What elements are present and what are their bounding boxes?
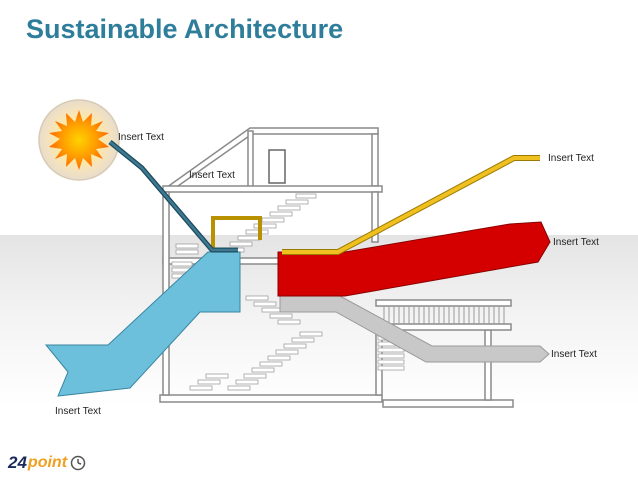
gray-flow-arrow	[279, 295, 550, 363]
brand-logo: 24 point	[8, 452, 86, 474]
sunbeam-line	[108, 140, 238, 253]
sun-icon	[38, 99, 120, 181]
balcony-railing	[383, 306, 505, 324]
red-flow-arrow	[277, 221, 551, 297]
upper-floor-label: Insert Text	[189, 170, 235, 181]
logo-word: point	[27, 454, 68, 471]
red-arrow-label: Insert Text	[553, 237, 599, 248]
blue-flow-arrow	[44, 251, 241, 397]
yellow-pipe	[282, 155, 540, 255]
yellow-pipe-label: Insert Text	[548, 153, 594, 164]
clock-icon	[70, 455, 86, 471]
blue-arrow-label: Insert Text	[55, 406, 101, 417]
gray-arrow-label: Insert Text	[551, 349, 597, 360]
logo-number: 24	[8, 453, 27, 472]
sun-label: Insert Text	[118, 132, 164, 143]
page-title: Sustainable Architecture	[26, 14, 344, 44]
vent-bracket	[211, 216, 262, 252]
